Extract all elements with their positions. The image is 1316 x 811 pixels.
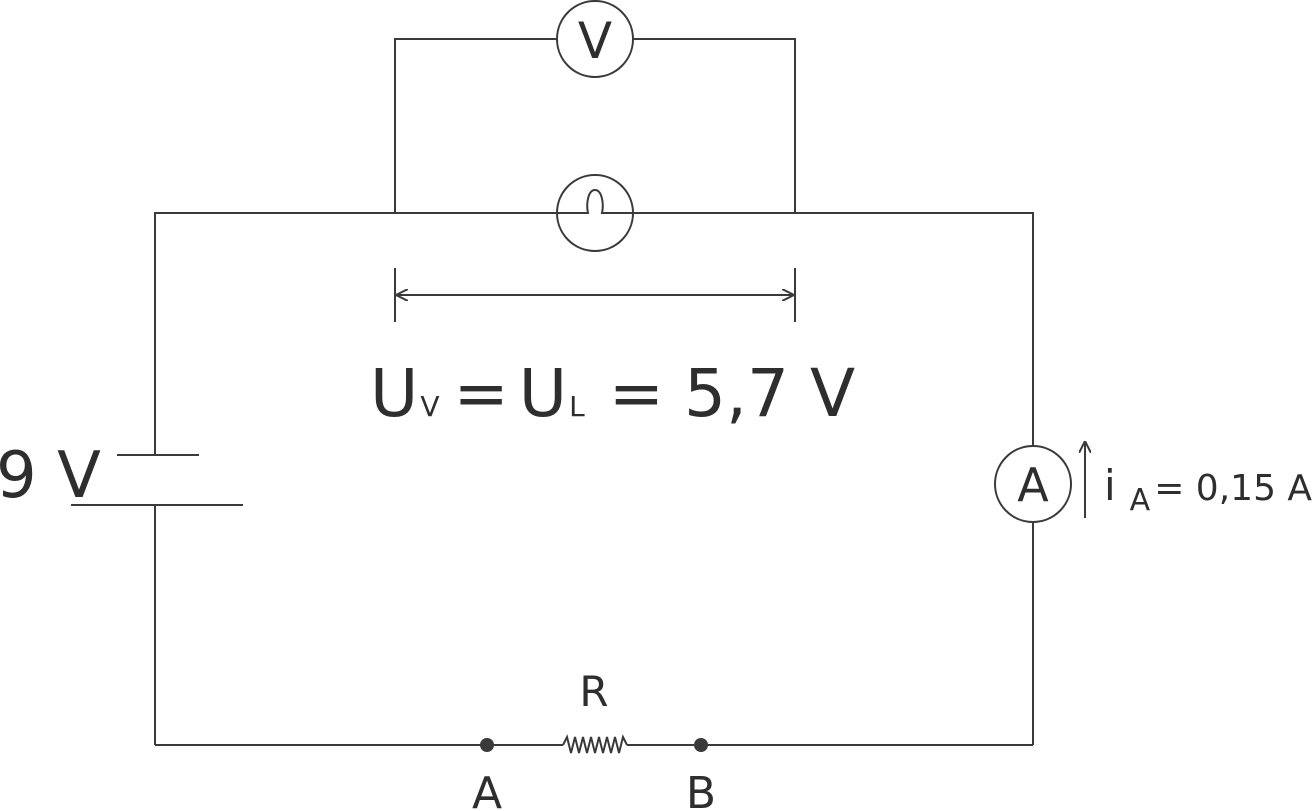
voltage-span-marker [394, 268, 796, 322]
voltage-value: 5,7 V [684, 355, 855, 432]
voltmeter-symbol: V [578, 12, 612, 70]
lamp-filament [557, 188, 633, 214]
node-b-dot [694, 738, 708, 752]
ammeter: A [994, 445, 1072, 523]
ammeter-symbol: A [1017, 458, 1049, 512]
battery: 9 V [0, 439, 243, 745]
u-subscript-l: L [569, 390, 585, 423]
current-symbol: i [1104, 461, 1116, 510]
equals-2: = [609, 355, 664, 432]
battery-voltage-label: 9 V [0, 439, 101, 513]
node-a-label: A [472, 768, 502, 811]
node-a-dot [480, 738, 494, 752]
u-symbol-1: U [370, 355, 418, 432]
voltmeter: V [556, 0, 634, 78]
u-subscript-v: V [420, 390, 439, 423]
top-right-wire [633, 212, 1034, 446]
top-wire [154, 212, 557, 455]
voltmeter-wire [394, 38, 796, 213]
equals-1: = [453, 355, 508, 432]
node-b-label: B [686, 768, 716, 811]
voltmeter-circle [556, 0, 634, 78]
voltage-equation: UV=UL=5,7 V [370, 355, 855, 432]
u-symbol-2: U [519, 355, 567, 432]
current-value: = 0,15 A [1154, 468, 1312, 509]
resistor-label: R [579, 667, 608, 716]
lamp [556, 174, 634, 252]
current-subscript: A [1130, 483, 1151, 518]
resistor [562, 734, 628, 754]
